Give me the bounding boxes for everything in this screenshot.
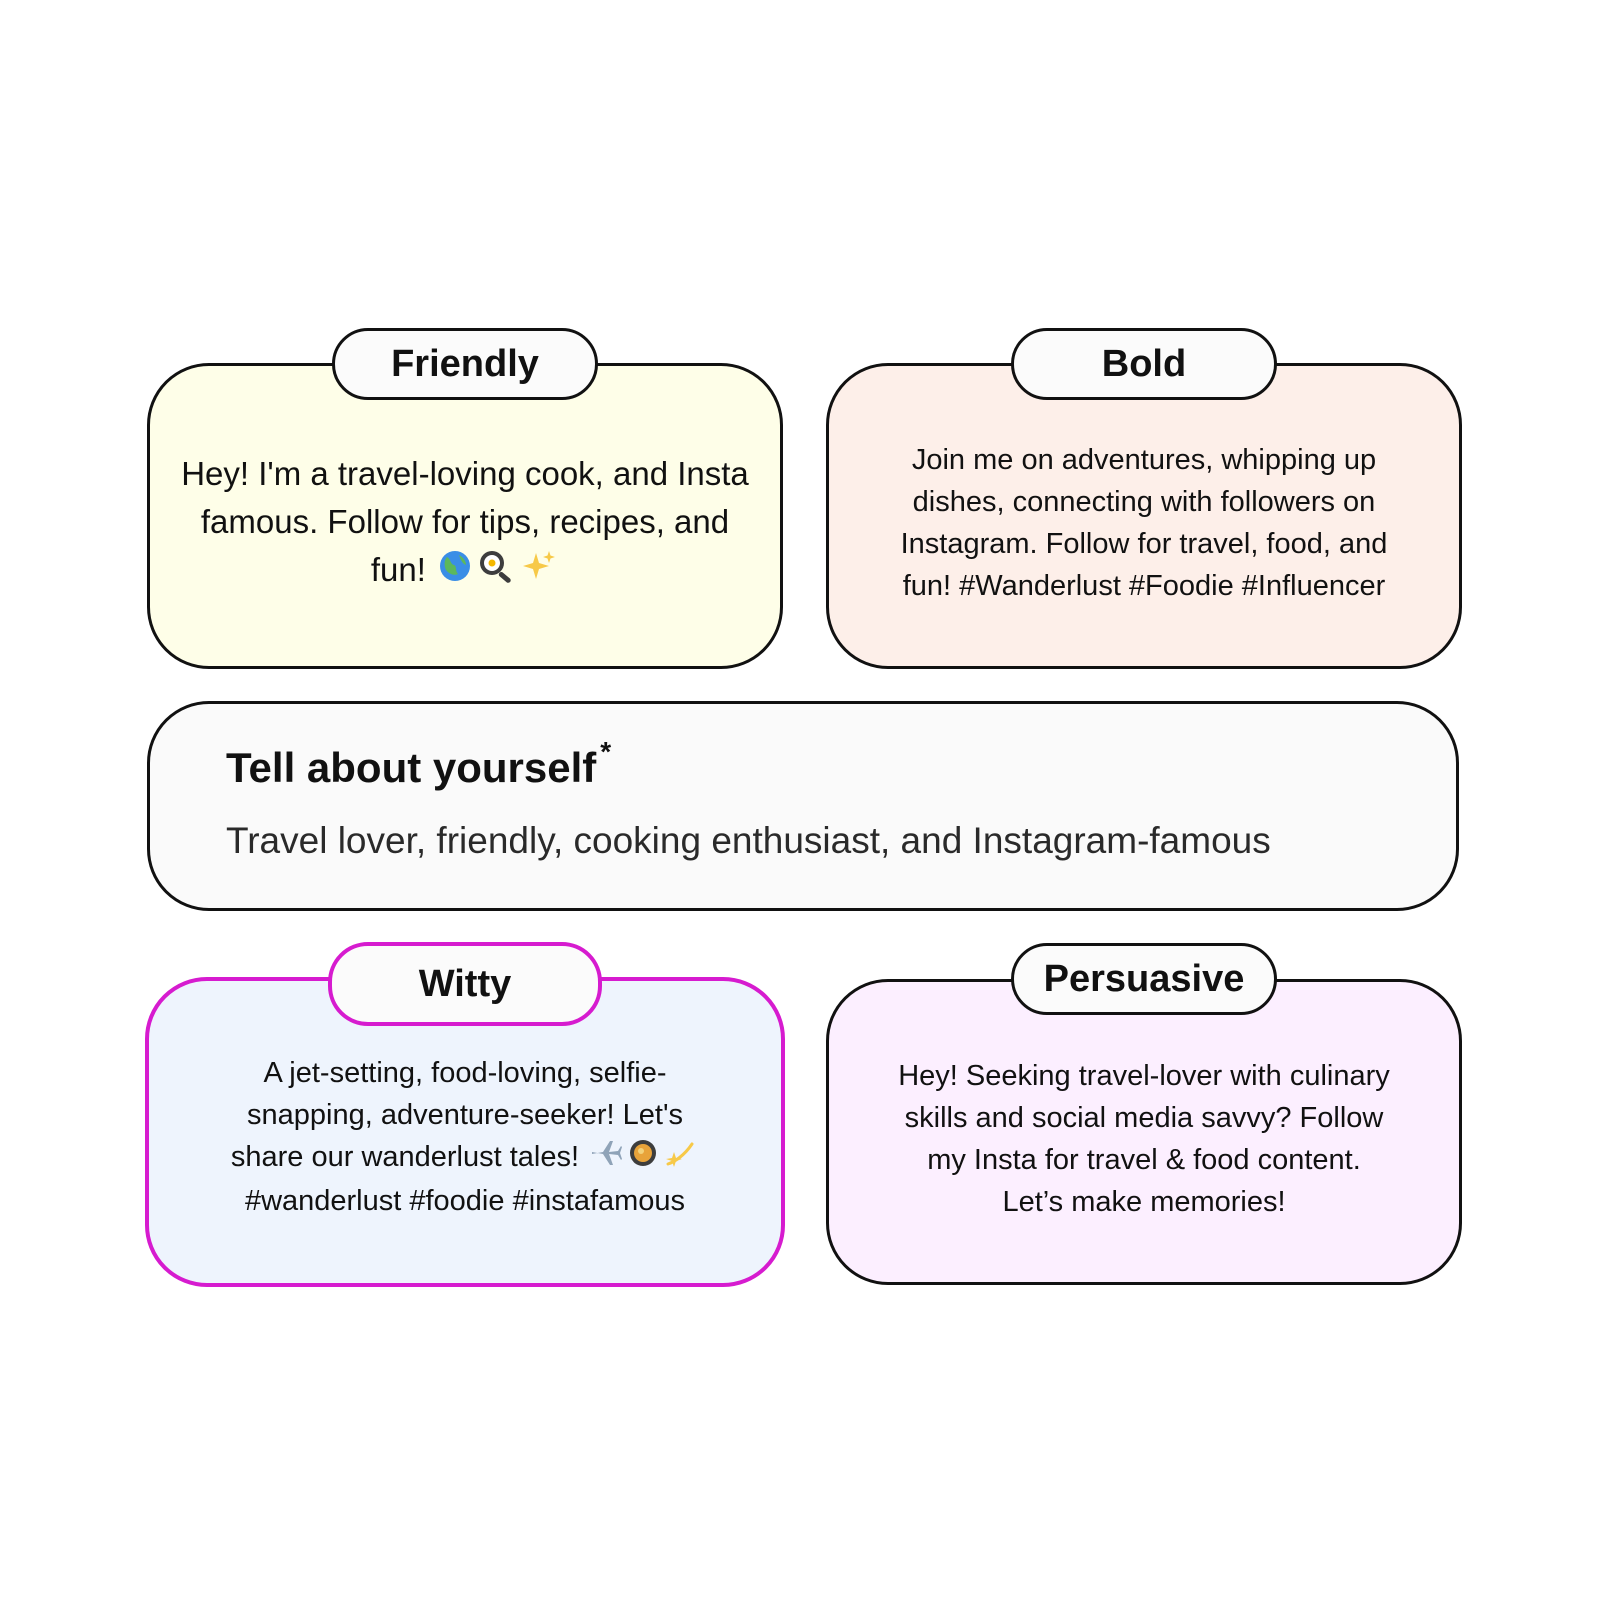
witty-option-card[interactable]: A jet-setting, food-loving, selfie-snapp… bbox=[145, 977, 785, 1287]
about-yourself-input[interactable]: Travel lover, friendly, cooking enthusia… bbox=[226, 820, 1271, 861]
friendly-tab-label: Friendly bbox=[391, 342, 539, 385]
witty-option-text: A jet-setting, food-loving, selfie-snapp… bbox=[215, 1042, 715, 1222]
bold-tab[interactable]: Bold bbox=[1011, 328, 1277, 400]
persuasive-option-body: Hey! Seeking travel-lover with culinary … bbox=[898, 1059, 1390, 1219]
globe-icon bbox=[438, 548, 472, 596]
witty-option-body: A jet-setting, food-loving, selfie-snapp… bbox=[230, 1057, 683, 1174]
witty-tab-label: Witty bbox=[418, 962, 512, 1005]
persuasive-tab[interactable]: Persuasive bbox=[1011, 943, 1277, 1015]
friendly-option-text: Hey! I'm a travel-loving cook, and Insta… bbox=[175, 436, 755, 596]
about-yourself-field[interactable]: Tell about yourself* Travel lover, frien… bbox=[147, 701, 1459, 911]
friendly-option-body: Hey! I'm a travel-loving cook, and Insta… bbox=[181, 455, 749, 588]
about-yourself-label: Tell about yourself* bbox=[226, 736, 611, 792]
about-yourself-label-text: Tell about yourself bbox=[226, 744, 597, 791]
airplane-icon bbox=[590, 1138, 623, 1180]
bold-tab-label: Bold bbox=[1101, 342, 1187, 385]
persuasive-option-text: Hey! Seeking travel-lover with culinary … bbox=[894, 1041, 1394, 1223]
sparkles-icon bbox=[522, 548, 556, 596]
persuasive-option-card[interactable]: Hey! Seeking travel-lover with culinary … bbox=[826, 979, 1462, 1285]
required-indicator: * bbox=[600, 736, 612, 767]
frying-pan-icon bbox=[478, 548, 516, 596]
witty-tab[interactable]: Witty bbox=[328, 942, 602, 1026]
friendly-tab[interactable]: Friendly bbox=[332, 328, 598, 400]
dizzy-star-icon bbox=[664, 1138, 696, 1180]
bold-option-text: Join me on adventures, whipping up dishe… bbox=[874, 425, 1414, 607]
food-plate-icon bbox=[628, 1138, 658, 1180]
witty-option-hashtags: #wanderlust #foodie #instafamous bbox=[244, 1184, 686, 1217]
persuasive-tab-label: Persuasive bbox=[1043, 957, 1245, 1000]
friendly-option-card[interactable]: Hey! I'm a travel-loving cook, and Insta… bbox=[147, 363, 783, 669]
bold-option-body: Join me on adventures, whipping up dishe… bbox=[900, 443, 1388, 603]
bold-option-card[interactable]: Join me on adventures, whipping up dishe… bbox=[826, 363, 1462, 669]
